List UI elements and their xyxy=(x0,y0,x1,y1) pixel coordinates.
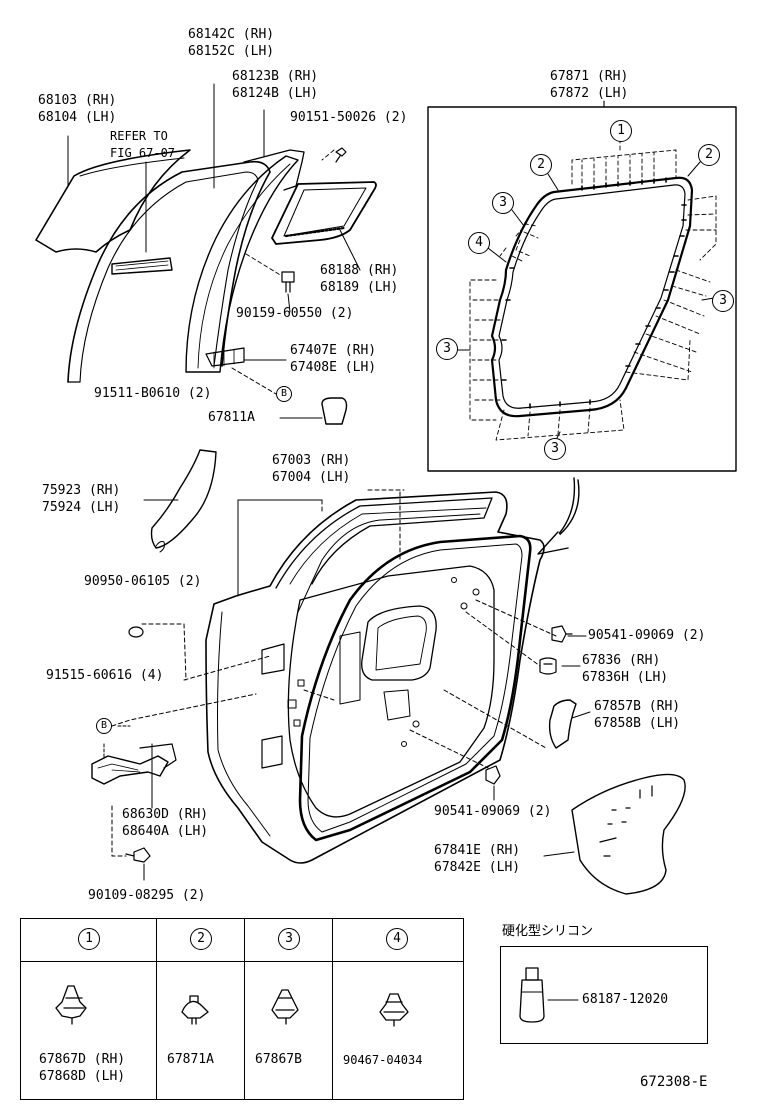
legend-header-cell-1: 1 xyxy=(21,919,157,961)
weatherstrip-inner xyxy=(498,184,686,409)
clip-67867B-icon xyxy=(271,989,299,1019)
legend-header-3: 3 xyxy=(278,928,300,950)
garnish-75923 xyxy=(150,449,217,549)
callout-3-left: 3 xyxy=(436,338,458,360)
arrow-head xyxy=(537,531,569,555)
callout-3-upper-left: 3 xyxy=(492,192,514,214)
clip-ticks xyxy=(501,177,687,409)
legend-header-cell-3: 3 xyxy=(245,919,333,961)
pad-67857B xyxy=(548,699,577,749)
door-weatherstrip xyxy=(298,534,532,842)
bolt-90159 xyxy=(281,271,295,293)
run-channel xyxy=(67,160,271,383)
glass-channel-plate xyxy=(111,257,173,275)
division-bar xyxy=(185,155,299,373)
hook-67836 xyxy=(539,657,557,675)
weatherstrip-detail-box xyxy=(427,106,737,472)
weatherstrip-outer xyxy=(490,176,694,418)
clip-67867D-icon xyxy=(55,985,87,1019)
label-67811A: 67811A xyxy=(208,410,255,425)
label-67003: 67003 (RH)67004 (LH) xyxy=(272,453,351,485)
label-90159: 90159-60550 (2) xyxy=(236,306,354,321)
callout-4: 4 xyxy=(468,232,490,254)
silicone-bottle-icon xyxy=(519,967,579,1023)
legend-part-3: 67867B xyxy=(255,1052,302,1067)
legend-body-cell-3 xyxy=(245,961,333,1099)
bolt-90109 xyxy=(125,847,151,863)
door-check-68630D xyxy=(91,755,169,785)
legend-part-1: 67867D (RH)67868D (LH) xyxy=(39,1052,126,1084)
callout-b-upper: B xyxy=(276,386,292,402)
screw-90151 xyxy=(335,147,347,163)
label-67836: 67836 (RH)67836H (LH) xyxy=(582,653,669,685)
legend-header-2: 2 xyxy=(190,928,212,950)
clip-90467-icon xyxy=(379,993,409,1021)
label-68187: 68187-12020 xyxy=(582,992,669,1007)
hole-plug-90950 xyxy=(128,626,144,638)
legend-header-cell-2: 2 xyxy=(157,919,245,961)
label-67871: 67871 (RH)67872 (LH) xyxy=(550,69,629,101)
callout-2-left: 2 xyxy=(530,154,552,176)
service-hole xyxy=(361,605,437,681)
bolt-90541-lower xyxy=(485,765,501,785)
label-67841E: 67841E (RH)67842E (LH) xyxy=(434,843,521,875)
cushion-67811A xyxy=(321,397,348,425)
callout-3-right: 3 xyxy=(712,290,734,312)
label-90950: 90950-06105 (2) xyxy=(84,574,202,589)
legend-body-cell-2 xyxy=(157,961,245,1099)
label-91511: 91511-B0610 (2) xyxy=(94,386,212,401)
legend-body-cell-4 xyxy=(333,961,463,1099)
label-68103: 68103 (RH)68104 (LH) xyxy=(38,93,117,125)
service-hole-cover xyxy=(571,773,686,895)
label-90109: 90109-08295 (2) xyxy=(88,888,206,903)
label-90541-upper: 90541-09069 (2) xyxy=(588,628,706,643)
label-75923: 75923 (RH)75924 (LH) xyxy=(42,483,121,515)
legend-header-cell-4: 4 xyxy=(333,919,463,961)
hinge-lower xyxy=(261,735,283,769)
callout-1: 1 xyxy=(610,120,632,142)
label-90541-lower: 90541-09069 (2) xyxy=(434,804,552,819)
door-leaders xyxy=(111,599,557,769)
legend-part-icons xyxy=(55,985,409,1027)
callout-3-bottom: 3 xyxy=(544,438,566,460)
label-67407E: 67407E (RH)67408E (LH) xyxy=(290,343,377,375)
legend-body-cell-1 xyxy=(21,961,157,1099)
label-67857B: 67857B (RH)67858B (LH) xyxy=(594,699,681,731)
door-inner-panel xyxy=(287,565,495,818)
label-90151: 90151-50026 (2) xyxy=(290,110,408,125)
clip-67871A-icon xyxy=(181,1000,209,1019)
figure-code: 672308-E xyxy=(640,1074,708,1090)
legend-header-4: 4 xyxy=(386,928,408,950)
hinge-upper xyxy=(261,643,285,675)
door-outer-panel xyxy=(205,491,545,864)
bolt-90541-upper xyxy=(551,625,573,643)
label-68630D: 68630D (RH)68640A (LH) xyxy=(122,807,209,839)
clip-leader-dashes xyxy=(469,139,717,441)
silicone-title: 硬化型シリコン xyxy=(502,924,594,939)
channel-bracket xyxy=(205,347,245,367)
legend-part-2: 67871A xyxy=(167,1052,214,1067)
callout-b-lower: B xyxy=(96,718,112,734)
label-68123B: 68123B (RH)68124B (LH) xyxy=(232,69,319,101)
silicone-box xyxy=(500,946,708,1044)
label-91515: 91515-60616 (4) xyxy=(46,668,164,683)
label-68188: 68188 (RH)68189 (LH) xyxy=(320,263,399,295)
label-68142C: 68142C (RH)68152C (LH) xyxy=(188,27,275,59)
door-glass xyxy=(35,149,191,253)
legend-part-4: 90467-04034 xyxy=(343,1053,423,1067)
window-frame xyxy=(275,497,493,589)
quarter-window-glass xyxy=(271,181,377,245)
clip-legend-table: 1 2 3 4 67867D (RH)67868D (LH) 67871A 67… xyxy=(20,918,464,1100)
legend-header-1: 1 xyxy=(78,928,100,950)
callout-2-right: 2 xyxy=(698,144,720,166)
